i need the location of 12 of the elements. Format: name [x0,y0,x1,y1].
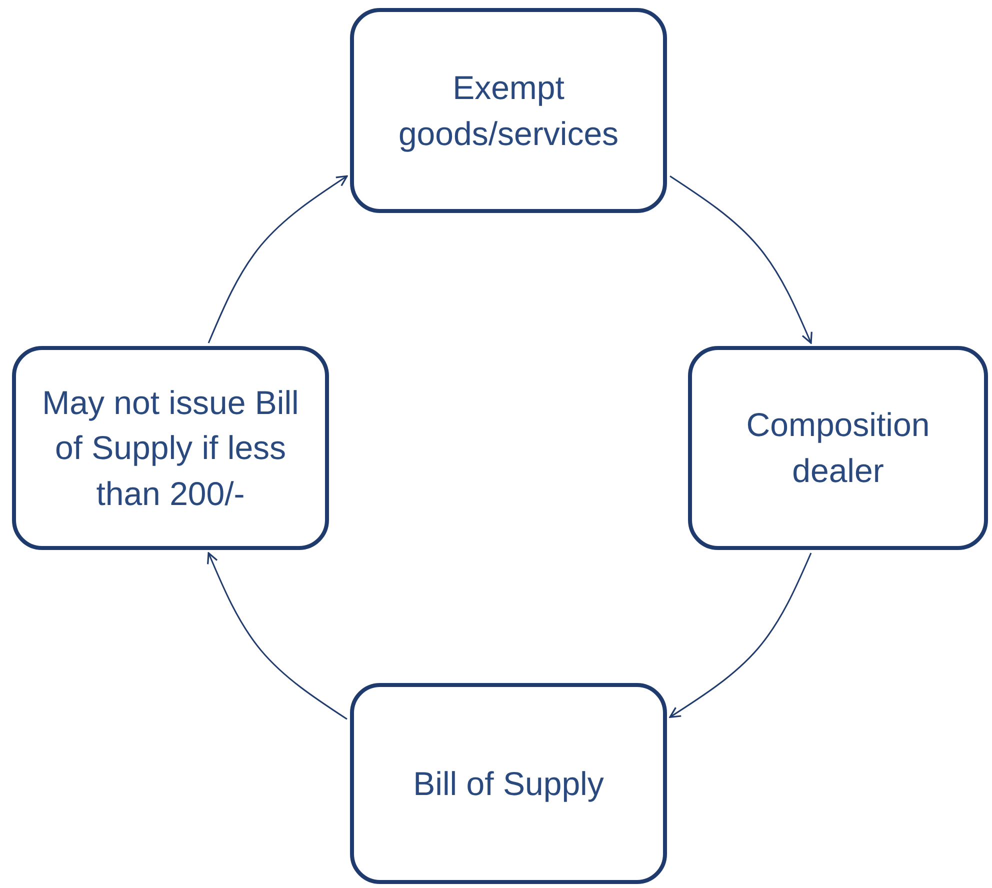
process-box [12,346,329,550]
process-box [350,683,667,884]
box-label: Composition dealer [745,405,931,491]
process-box [350,8,667,213]
arrow [208,175,348,344]
arrow [669,552,812,718]
arrow [207,552,348,720]
box-label: Exempt goods/services [397,68,620,154]
box-label: May not issue Bill of Supply if less than 200/- [41,382,300,514]
box-label: Bill of Supply [412,764,605,804]
process-box [688,346,988,550]
arrow [670,175,812,344]
